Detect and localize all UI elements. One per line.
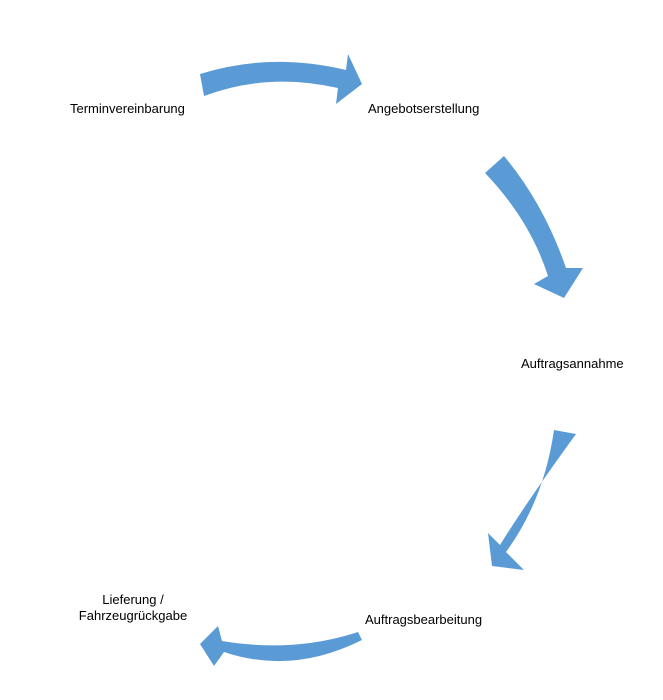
step-lieferung-fahrzeugrueckgabe: Lieferung / Fahrzeugrückgabe xyxy=(70,592,196,624)
arrow-to-lieferung xyxy=(200,626,362,666)
step-lieferung-line2: Fahrzeugrückgabe xyxy=(78,608,188,623)
step-auftragsannahme: Auftragsannahme xyxy=(521,356,624,371)
arrow-to-angebotserstellung xyxy=(200,54,362,104)
arrow-to-auftragsannahme xyxy=(485,156,583,298)
step-terminvereinbarung: Terminvereinbarung xyxy=(70,101,185,116)
step-lieferung-line1: Lieferung / xyxy=(102,592,164,607)
step-angebotserstellung: Angebotserstellung xyxy=(368,101,480,116)
step-auftragsbearbeitung: Auftragsbearbeitung xyxy=(365,612,483,627)
arrow-to-auftragsbearbeitung xyxy=(488,430,576,570)
